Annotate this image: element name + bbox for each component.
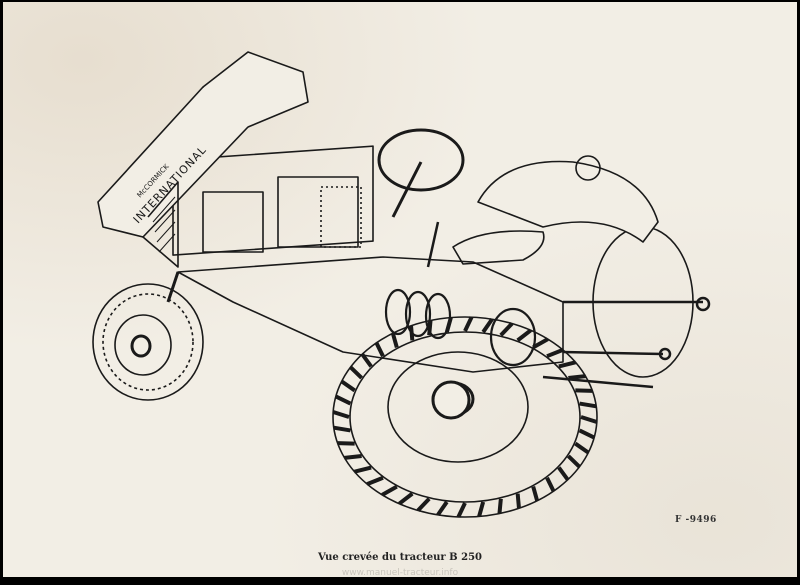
tyre-tread	[463, 316, 474, 332]
tyre-tread	[516, 328, 532, 342]
tyre-tread	[499, 322, 514, 337]
tyre-tread	[398, 492, 414, 506]
tyre-tread	[333, 425, 351, 433]
tyre-tread	[436, 500, 449, 517]
tyre-tread	[579, 401, 597, 409]
tyre-tread	[546, 348, 564, 359]
document-page: INTERNATIONAL McCORMICK F -9496 Vue crev…	[3, 2, 797, 577]
tyre-tread	[366, 475, 384, 486]
tyre-tread	[353, 465, 372, 474]
tyre-tread	[531, 486, 540, 502]
gear-lever	[426, 221, 440, 268]
tyre-tread	[456, 502, 467, 518]
tyre-tread	[344, 454, 362, 460]
watermark: www.manuel-tracteur.info	[341, 568, 459, 577]
seat	[452, 230, 545, 265]
tyre-tread	[340, 379, 356, 393]
tyre-tread	[381, 484, 398, 497]
steering-wheel	[377, 128, 465, 192]
tyre-tread	[580, 415, 598, 424]
tyre-tread	[416, 497, 431, 512]
rear-wheel	[332, 316, 598, 518]
tyre-tread	[334, 394, 352, 406]
fender	[477, 160, 659, 243]
tyre-tread	[374, 341, 385, 358]
front-wheel	[92, 283, 204, 401]
figure-reference: F -9496	[675, 515, 717, 525]
tyre-tread	[332, 410, 350, 419]
tyre-tread	[578, 428, 596, 440]
figure-caption: Vue crevée du tracteur B 250	[318, 552, 482, 563]
tyre-tread	[515, 493, 521, 509]
tyre-tread	[477, 501, 486, 517]
lamp	[575, 155, 601, 181]
rear-hub	[431, 380, 471, 420]
front-axle	[166, 271, 180, 303]
steering-column	[391, 161, 423, 218]
tyre-tread	[497, 498, 503, 514]
tyre-tread	[545, 476, 556, 493]
tyre-tread	[360, 353, 373, 368]
tyre-tread	[566, 454, 581, 469]
tyre-tread	[532, 337, 549, 350]
tyre-tread	[557, 466, 570, 481]
tyre-tread	[390, 332, 399, 348]
gearbox	[384, 288, 537, 367]
tractor-cutaway-illustration: INTERNATIONAL McCORMICK	[92, 51, 711, 518]
tyre-tread	[558, 360, 577, 369]
tyre-tread	[349, 365, 364, 380]
tyre-tread	[481, 317, 494, 334]
three-point-linkage	[542, 296, 711, 389]
chassis	[177, 256, 564, 373]
engine	[172, 145, 374, 256]
tyre-tread	[574, 441, 590, 455]
tyre-tread	[568, 374, 586, 380]
